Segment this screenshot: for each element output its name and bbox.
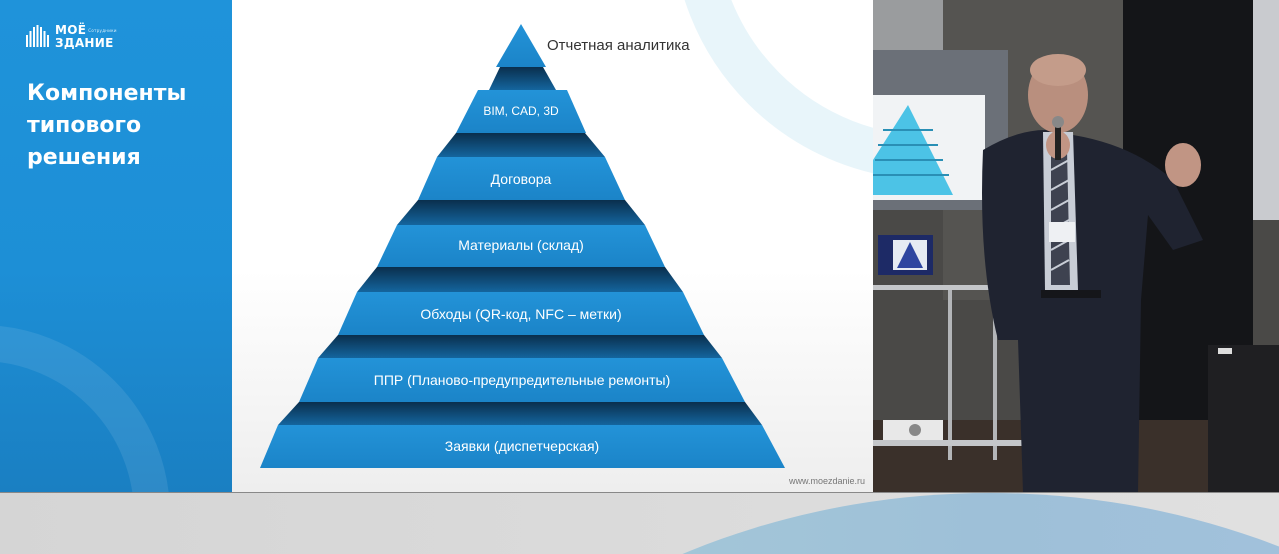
- speaker-video: [873, 0, 1279, 492]
- building-logo-icon: [26, 25, 49, 48]
- pyramid-apex: [496, 24, 546, 67]
- tier-label-3: Материалы (склад): [458, 237, 584, 253]
- pyramid-tier-3: [377, 225, 665, 267]
- tier-label-5: ППР (Планово-предупредительные ремонты): [373, 372, 671, 388]
- pyramid-tier-1: [456, 90, 586, 133]
- title-line-3: решения: [27, 145, 141, 170]
- title-line-1: Компоненты: [27, 81, 187, 106]
- logo-line2: ЗДАНИЕ: [55, 35, 114, 50]
- tier-label-1: BIM, CAD, 3D: [483, 104, 559, 118]
- pyramid-tier-6: [260, 425, 785, 468]
- slide-content: Отчетная аналитика BIM, CAD, 3D Договора…: [232, 0, 873, 492]
- logo-line1: МОЁ: [55, 23, 87, 37]
- pyramid-tier-2: [418, 157, 625, 200]
- speaker-video-frame: [873, 0, 1279, 492]
- pyramid-tier-4: [338, 292, 704, 335]
- pyramid-top-label: Отчетная аналитика: [547, 37, 690, 54]
- decorative-arc: [0, 325, 170, 492]
- tier-label-4: Обходы (QR-код, NFC – метки): [420, 306, 622, 322]
- tier-label-6: Заявки (диспетчерская): [444, 438, 600, 454]
- logo-subtitle: Сотрудники: [88, 27, 117, 33]
- website-url: www.moezdanie.ru: [788, 476, 865, 486]
- pyramid-tier-5: [299, 358, 745, 402]
- bottom-backdrop: [0, 492, 1279, 554]
- tier-label-2: Договора: [490, 171, 552, 187]
- pyramid-diagram: [260, 24, 785, 468]
- decorative-arc: [290, 493, 1279, 554]
- slide-title: Компоненты типового решения: [27, 78, 186, 174]
- title-line-2: типового: [27, 113, 142, 138]
